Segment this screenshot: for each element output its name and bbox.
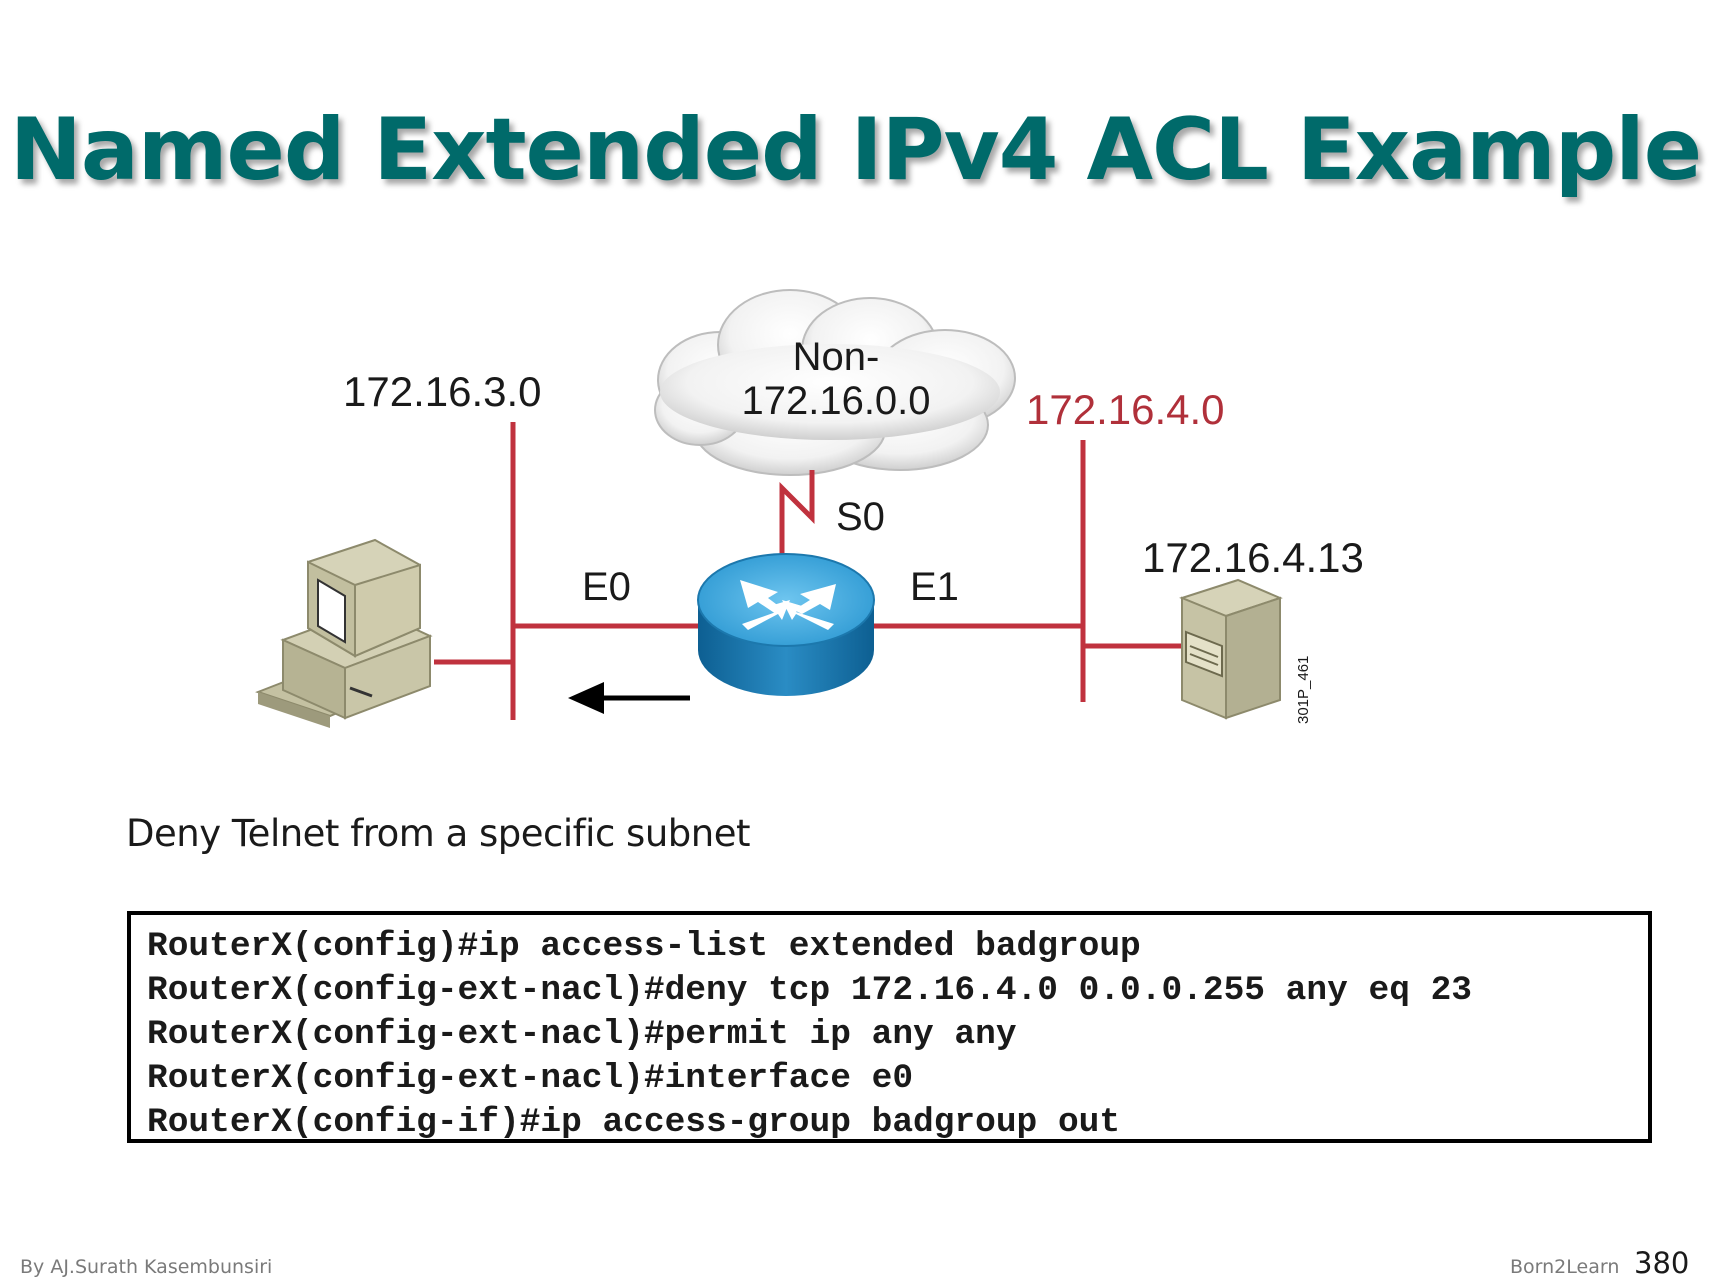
wan-cloud bbox=[654, 289, 1016, 476]
serial-link bbox=[779, 470, 815, 568]
cloud-label-2: 172.16.0.0 bbox=[741, 379, 930, 423]
left-network-label: 172.16.3.0 bbox=[343, 368, 542, 415]
slide-subtitle: Deny Telnet from a specific subnet bbox=[126, 812, 751, 855]
e0-interface-label: E0 bbox=[582, 565, 631, 609]
traffic-direction-arrow bbox=[568, 682, 690, 714]
brand-label: Born2Learn bbox=[1510, 1256, 1620, 1278]
code-line: RouterX(config-ext-nacl)#permit ip any a… bbox=[147, 1015, 1017, 1054]
workstation-icon bbox=[255, 538, 433, 728]
server-ip-label: 172.16.4.13 bbox=[1142, 534, 1364, 581]
author-credit: By AJ.Surath Kasembunsiri bbox=[20, 1256, 273, 1278]
figure-id-label: 301P_461 bbox=[1295, 656, 1312, 724]
code-line: RouterX(config)#ip access-list extended … bbox=[147, 927, 1141, 966]
page-number: 380 bbox=[1634, 1246, 1690, 1280]
config-code-box: RouterX(config)#ip access-list extended … bbox=[127, 911, 1652, 1143]
cloud-label-1: Non- bbox=[793, 335, 880, 379]
server-icon bbox=[1179, 578, 1283, 720]
right-network-label: 172.16.4.0 bbox=[1026, 386, 1225, 433]
code-line: RouterX(config-if)#ip access-group badgr… bbox=[147, 1103, 1121, 1142]
e1-interface-label: E1 bbox=[910, 565, 959, 609]
slide-title: Named Extended IPv4 ACL Example bbox=[9, 100, 1702, 200]
code-line: RouterX(config-ext-nacl)#interface e0 bbox=[147, 1059, 914, 1098]
code-line: RouterX(config-ext-nacl)#deny tcp 172.16… bbox=[147, 971, 1473, 1010]
serial-interface-label: S0 bbox=[836, 495, 885, 539]
router-icon bbox=[697, 553, 875, 696]
